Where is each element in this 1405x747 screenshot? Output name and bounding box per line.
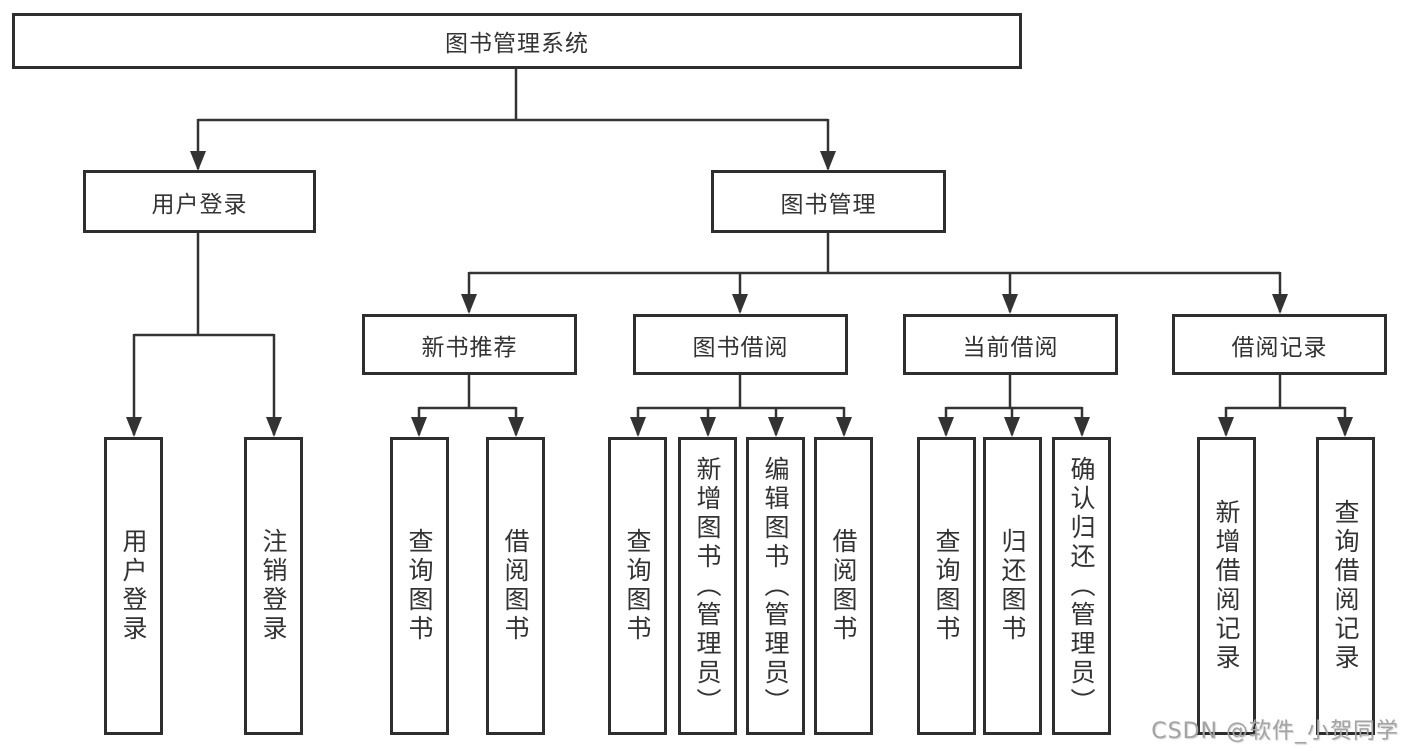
- leaf-recommend-query-books-label: 查询图书: [405, 528, 434, 644]
- leaf-user-login-label: 用户登录: [119, 528, 148, 644]
- leaf-borrow-query-books-label: 查询图书: [623, 528, 652, 644]
- leaf-add-borrow-record-label: 新增借阅记录: [1212, 499, 1241, 673]
- node-user-login-label: 用户登录: [151, 191, 248, 218]
- node-current-borrow-label: 当前借阅: [962, 334, 1059, 361]
- node-user-login: 用户登录: [83, 170, 316, 233]
- node-system-root: 图书管理系统: [12, 13, 1022, 69]
- node-borrow-records: 借阅记录: [1172, 314, 1387, 375]
- node-book-management: 图书管理: [711, 170, 946, 233]
- leaf-borrow-books: 借阅图书: [814, 437, 873, 735]
- node-new-book-recommend-label: 新书推荐: [421, 334, 518, 361]
- leaf-return-books: 归还图书: [983, 437, 1042, 735]
- leaf-recommend-query-books: 查询图书: [390, 437, 449, 735]
- node-book-management-label: 图书管理: [780, 191, 877, 218]
- spine-book-borrow: [638, 375, 844, 410]
- spine-root: [198, 69, 828, 122]
- leaf-edit-books-admin-label: 编辑图书（管理员）: [761, 455, 790, 717]
- leaf-query-borrow-record-label: 查询借阅记录: [1331, 499, 1360, 673]
- spine-current-borrow: [946, 375, 1082, 410]
- leaf-add-borrow-record: 新增借阅记录: [1197, 437, 1256, 735]
- leaf-current-query-books: 查询图书: [917, 437, 976, 735]
- csdn-watermark: CSDN @软件_小贺同学: [1151, 719, 1399, 744]
- leaf-confirm-return-admin: 确认归还（管理员）: [1052, 437, 1111, 735]
- leaf-current-query-books-label: 查询图书: [932, 528, 961, 644]
- spine-user-login: [134, 233, 274, 337]
- node-book-borrow-label: 图书借阅: [692, 334, 789, 361]
- node-borrow-records-label: 借阅记录: [1231, 334, 1328, 361]
- leaf-add-books-admin: 新增图书（管理员）: [678, 437, 737, 735]
- leaf-recommend-borrow-books-label: 借阅图书: [501, 528, 530, 644]
- leaf-logout-label: 注销登录: [259, 528, 288, 644]
- node-current-borrow: 当前借阅: [903, 314, 1118, 375]
- leaf-edit-books-admin: 编辑图书（管理员）: [746, 437, 805, 735]
- leaf-add-books-admin-label: 新增图书（管理员）: [693, 455, 722, 717]
- leaf-user-login: 用户登录: [104, 437, 163, 735]
- leaf-return-books-label: 归还图书: [998, 528, 1027, 644]
- leaf-recommend-borrow-books: 借阅图书: [486, 437, 545, 735]
- spine-book-management: [469, 233, 1280, 275]
- node-book-borrow: 图书借阅: [633, 314, 848, 375]
- leaf-borrow-query-books: 查询图书: [608, 437, 667, 735]
- leaf-logout: 注销登录: [244, 437, 303, 735]
- spine-new-book-recommend: [419, 375, 516, 410]
- leaf-confirm-return-admin-label: 确认归还（管理员）: [1067, 455, 1096, 717]
- node-new-book-recommend: 新书推荐: [362, 314, 577, 375]
- leaf-borrow-books-label: 借阅图书: [829, 528, 858, 644]
- node-system-root-label: 图书管理系统: [445, 31, 589, 57]
- leaf-query-borrow-record: 查询借阅记录: [1316, 437, 1375, 735]
- spine-borrow-records: [1226, 375, 1345, 410]
